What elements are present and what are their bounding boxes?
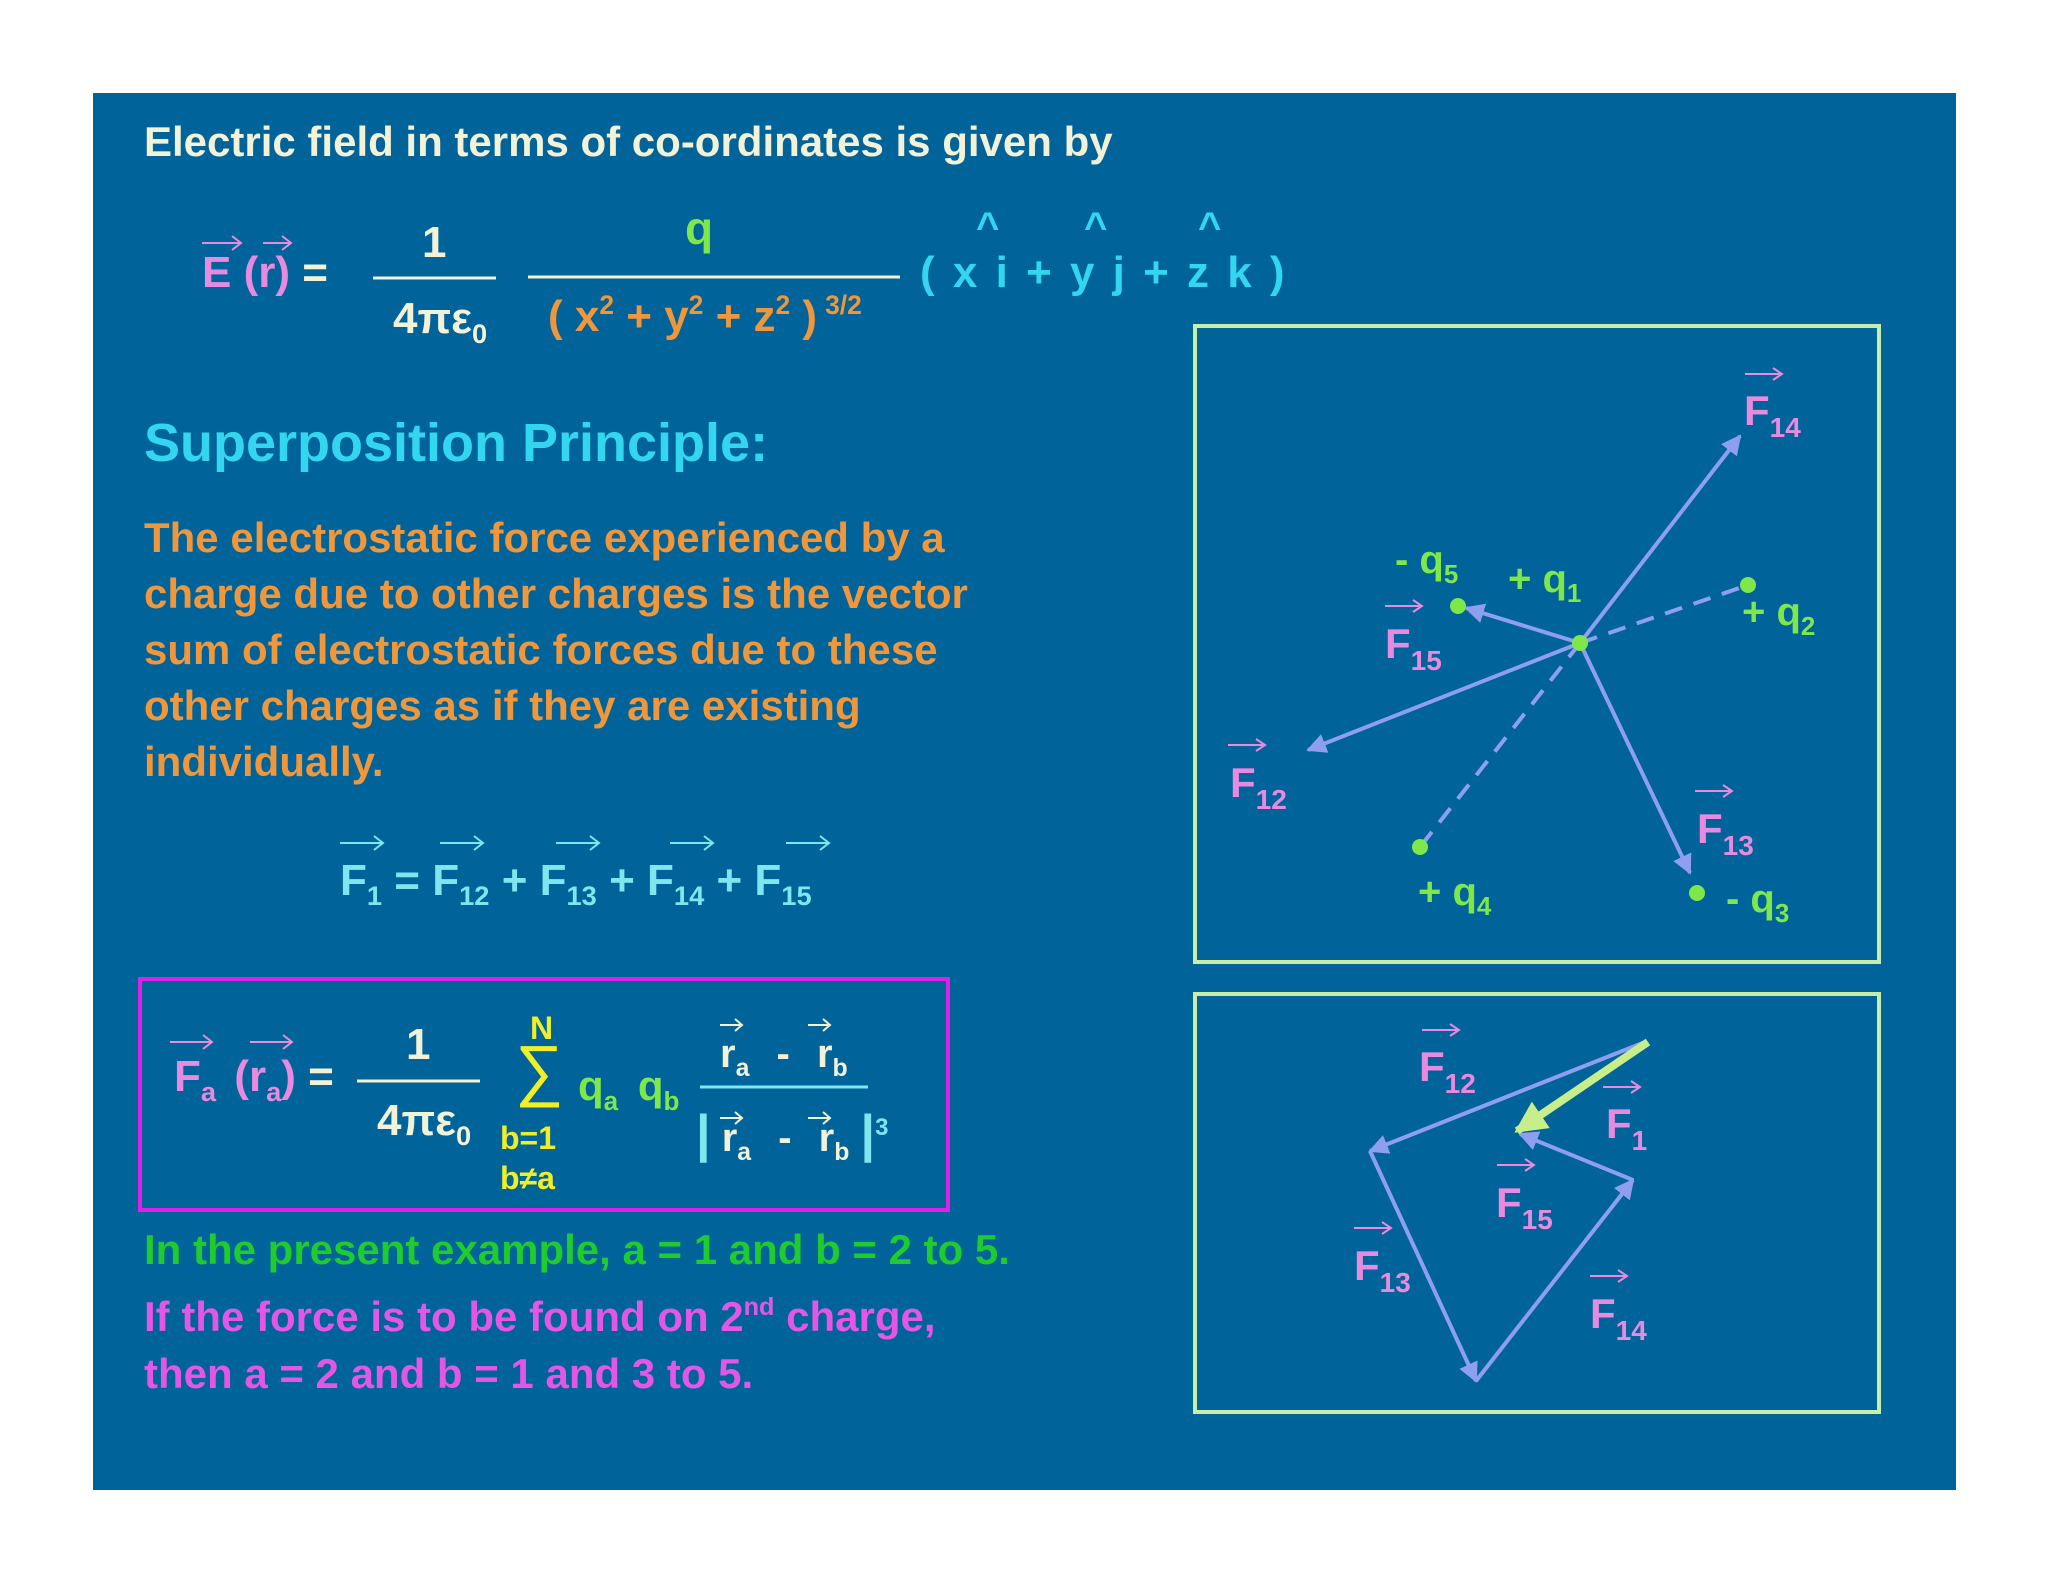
boxed-eq-arrows [170,1034,294,1050]
force-label-f14: F14 [1744,387,1801,443]
field-eq-equals: = [302,248,328,297]
force-label-f15: F15 [1385,620,1442,676]
diagram1-dashed-lines [1418,583,1749,849]
charge-dot-q5 [1450,598,1466,614]
field-eq-E: E [202,248,232,297]
field-eq-unit-vectors: ( x i + y j + z k ) [920,248,1285,297]
polygon-label-f13: F13 [1354,1242,1411,1298]
boxed-r-arrows [720,1018,832,1125]
field-eq-hat-i: ^ [976,205,1000,249]
field-eq-r: (r) [243,248,291,297]
polygon-label-f15: F15 [1496,1179,1553,1235]
charge-dot-q3 [1689,885,1705,901]
sum-equation: F1 = F12 + F13 + F14 + F15 [340,856,812,912]
sum-eq-arrows [340,835,831,851]
charge-dot-q4 [1412,839,1428,855]
charge-dot-q1 [1572,635,1588,651]
superposition-heading: Superposition Principle: [144,413,769,473]
field-eq-den1: 4πε0 [393,294,488,350]
sum-upper-limit: N [530,1010,554,1046]
charge-label-q5: - q5 [1395,538,1458,589]
diagram2-polygon [1368,1040,1646,1383]
example-line: In the present example, a = 1 and b = 2 … [144,1226,1010,1273]
field-eq-den2: ( x2 + y2 + z2 )3/2 [548,289,862,341]
diagram2-frame [1193,992,1881,1414]
force-label-f12: F12 [1230,759,1287,815]
second-charge-line-2: then a = 2 and b = 1 and 3 to 5. [144,1350,754,1397]
diagram1-frame [1193,324,1881,964]
force-arrow-f15 [1464,603,1581,645]
field-eq-hat-k: ^ [1198,205,1222,249]
boxed-eq-lhs: Fa (ra) = [174,1052,334,1108]
charge-label-q4: + q4 [1418,870,1492,921]
vector-arrow-E [202,235,243,251]
polygon-f12 [1368,1040,1646,1154]
boxed-eq-denominator: | ra - rb |3 [696,1105,889,1167]
field-eq-num1: 1 [422,218,447,267]
polygon-label-f14: F14 [1590,1290,1647,1346]
charge-label-q2: + q2 [1742,590,1815,641]
field-eq-hat-j: ^ [1084,205,1108,249]
sum-lower-limit-1: b=1 [500,1120,557,1156]
diagram2-label-arrows [1354,1023,1642,1283]
sum-lower-limit-2: b≠a [500,1160,555,1196]
diagram1-charge-dots [1412,577,1756,901]
charge-label-q3: - q3 [1726,877,1789,928]
second-charge-line-1: If the force is to be found on 2nd charg… [144,1292,936,1340]
boxed-eq-charges: qa qb [578,1062,680,1116]
boxed-eq-numerator: ra - rb [720,1032,848,1083]
boxed-eq-den1: 4πε0 [377,1096,472,1152]
force-label-f13: F13 [1697,805,1754,861]
intro-text: Electric field in terms of co-ordinates … [144,118,1113,165]
diagram1-label-arrows [1228,367,1784,798]
force-arrow-f13 [1578,642,1692,875]
superposition-paragraph: The electrostatic force experienced by a… [144,514,968,785]
polygon-label-f12: F12 [1419,1043,1476,1099]
vector-arrow-r [263,235,293,251]
polygon-f15 [1518,1131,1634,1182]
field-eq-num2: q [685,202,714,254]
force-arrow-f12 [1306,641,1581,753]
boxed-equation-frame [138,977,950,1212]
polygon-label-f1: F1 [1606,1100,1647,1156]
force-arrow-f14 [1578,434,1742,645]
polygon-f13 [1368,1150,1478,1383]
charge-label-q1: + q1 [1508,557,1581,608]
polygon-f14 [1474,1178,1635,1383]
sum-sigma: ∑ [515,1032,564,1108]
boxed-eq-num1: 1 [406,1020,431,1069]
diagram1-force-arrows [1306,434,1742,875]
field-eq-lhs: E (r) = [202,248,328,298]
charge-dot-q2 [1740,577,1756,593]
resultant-f1 [1514,1038,1651,1135]
